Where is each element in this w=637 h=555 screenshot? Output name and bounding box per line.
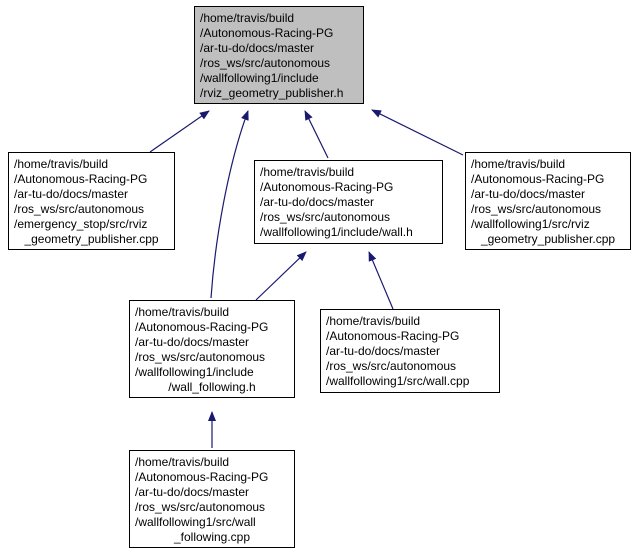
node-line: _geometry_publisher.cpp [24, 232, 159, 246]
node-line: /home/travis/build [135, 305, 230, 319]
node-line: /ar-tu-do/docs/master [471, 187, 586, 201]
node-line: /ar-tu-do/docs/master [260, 195, 375, 209]
node-line: _geometry_publisher.cpp [480, 232, 616, 246]
edge-wall-following-h-to-header [210, 110, 249, 299]
node-line: /ar-tu-do/docs/master [326, 344, 441, 358]
node-line: /ros_ws/src/autonomous [260, 210, 391, 224]
node-line: /Autonomous-Racing-PG [135, 320, 269, 334]
node-line: /ar-tu-do/docs/master [135, 485, 250, 499]
edge-wall-following-h-to-wall-h [255, 251, 307, 301]
node-line: /wallfollowing1/src/wall.cpp [326, 374, 470, 388]
node-line: /wallfollowing1/src/wall [135, 515, 256, 529]
node-line: /Autonomous-Racing-PG [200, 26, 334, 40]
node-line: /ar-tu-do/docs/master [14, 187, 129, 201]
edge-wall-cpp-to-wall-h [368, 251, 394, 310]
node-line: /ros_ws/src/autonomous [471, 202, 602, 216]
node-line: /home/travis/build [14, 157, 109, 171]
node-line: /home/travis/build [200, 11, 295, 25]
node-wall-following-cpp[interactable]: /home/travis/build /Autonomous-Racing-PG… [129, 450, 295, 548]
node-line: /home/travis/build [135, 455, 230, 469]
node-line: /wallfollowing1/include [200, 71, 319, 85]
node-line: /Autonomous-Racing-PG [326, 329, 460, 343]
node-line: /wall_following.h [168, 380, 256, 394]
node-line: /ar-tu-do/docs/master [200, 41, 315, 55]
node-line: _following.cpp [173, 530, 251, 544]
node-line: /home/travis/build [260, 165, 355, 179]
node-line: /Autonomous-Racing-PG [471, 172, 605, 186]
node-line: /ar-tu-do/docs/master [135, 335, 250, 349]
node-line: /ros_ws/src/autonomous [135, 500, 266, 514]
edge-emergency-cpp-to-header [149, 110, 210, 153]
node-wall-following-h[interactable]: /home/travis/build /Autonomous-Racing-PG… [129, 300, 295, 398]
node-line: /ros_ws/src/autonomous [326, 359, 457, 373]
node-line: /Autonomous-Racing-PG [260, 180, 394, 194]
node-wallfollowing-rviz-geometry-publisher-cpp[interactable]: /home/travis/build /Autonomous-Racing-PG… [465, 152, 631, 250]
edge-wallfollowing-cpp-to-header [371, 109, 464, 156]
node-line: /Autonomous-Racing-PG [135, 470, 269, 484]
node-emergency-stop-rviz-geometry-publisher-cpp[interactable]: /home/travis/build /Autonomous-Racing-PG… [8, 152, 175, 250]
node-line: /wallfollowing1/include/wall.h [260, 225, 413, 239]
node-line: /ros_ws/src/autonomous [14, 202, 145, 216]
node-line: /ros_ws/src/autonomous [200, 56, 331, 70]
edge-wall-h-to-header [304, 110, 329, 159]
node-line: /wallfollowing1/include [135, 365, 254, 379]
node-line: /Autonomous-Racing-PG [14, 172, 148, 186]
node-wall-cpp[interactable]: /home/travis/build /Autonomous-Racing-PG… [320, 309, 500, 393]
node-line: /home/travis/build [471, 157, 566, 171]
node-line: /emergency_stop/src/rviz [14, 217, 148, 231]
node-line: /home/travis/build [326, 314, 421, 328]
node-rviz-geometry-publisher-h: /home/travis/build /Autonomous-Racing-PG… [194, 6, 364, 104]
node-line: /rviz_geometry_publisher.h [200, 86, 344, 100]
node-wall-h[interactable]: /home/travis/build /Autonomous-Racing-PG… [254, 160, 443, 244]
node-line: /ros_ws/src/autonomous [135, 350, 266, 364]
node-line: /wallfollowing1/src/rviz [471, 217, 590, 231]
